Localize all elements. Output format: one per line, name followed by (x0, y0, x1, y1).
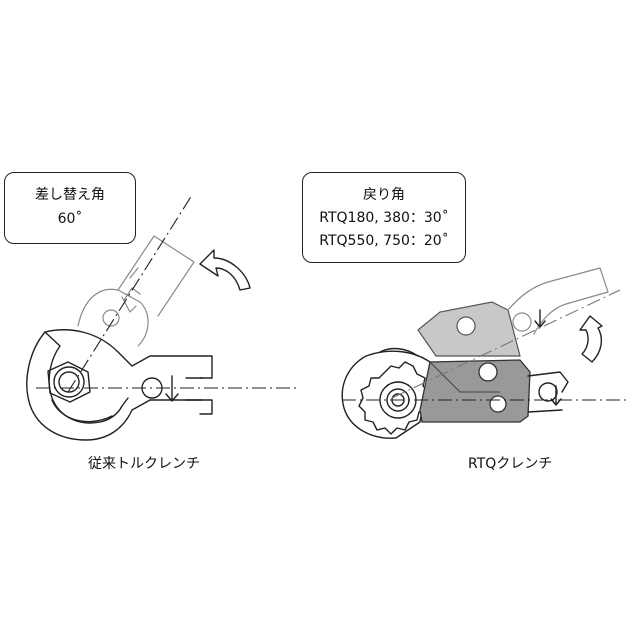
curved-arrow-icon (199, 249, 251, 291)
right-box-title: 戻り角 (363, 187, 405, 203)
pawl-front (419, 359, 531, 423)
rtq-handle-bottom (527, 409, 563, 413)
right-info-box: 戻り角 RTQ180, 380：30˚ RTQ550, 750：20˚ (302, 172, 466, 263)
caption-rtq-wrench: RTQクレンチ (468, 456, 553, 472)
down-arrow-icon-rtq (550, 385, 562, 406)
hex-nut-icon (47, 361, 91, 403)
left-box-angle: 60˚ (57, 211, 83, 227)
ghost-centerline-right (391, 289, 621, 399)
rtq-handle-top (527, 371, 569, 393)
caption-conventional-wrench: 従来トルクレンチ (88, 456, 200, 472)
rtq-wrench-illustration (341, 267, 626, 439)
right-box-line-rtq550: RTQ550, 750：20˚ (319, 233, 449, 249)
right-box-line-rtq180: RTQ180, 380：30˚ (319, 210, 449, 226)
wrench-handle-bottom (149, 399, 213, 415)
rtq-head (341, 350, 431, 439)
wrench-handle-top (131, 355, 213, 379)
left-box-title: 差し替え角 (35, 187, 105, 203)
ghost-wrench-rotated (77, 235, 195, 347)
ghost-centerline (67, 194, 193, 393)
wrench-head (26, 331, 151, 441)
down-arrow-icon (165, 375, 179, 402)
conventional-wrench-illustration (26, 194, 300, 441)
curved-arrow-icon-rtq (579, 315, 603, 363)
left-info-box: 差し替え角 60˚ (4, 172, 136, 244)
